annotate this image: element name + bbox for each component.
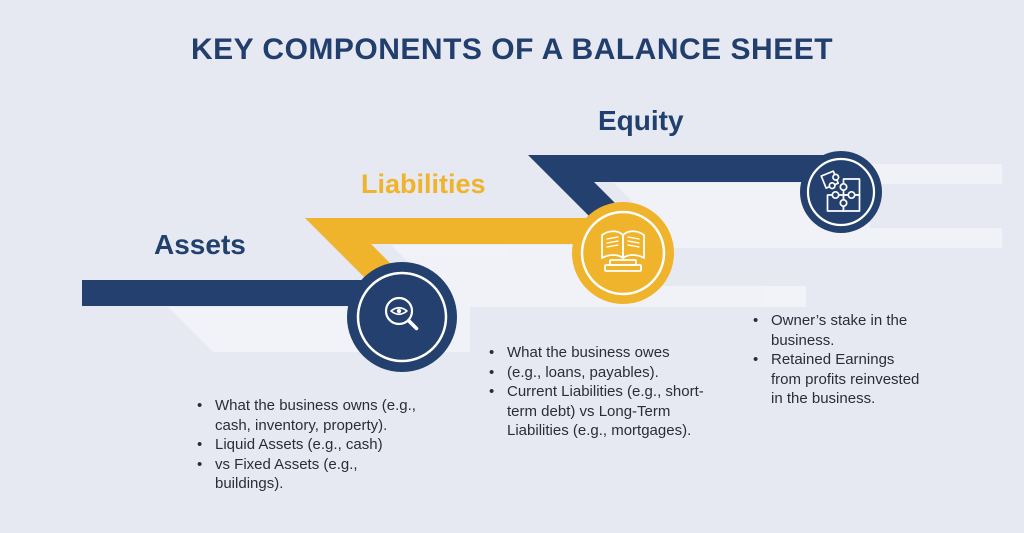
- magnifier-eye-icon: [384, 296, 419, 331]
- bullet-text: Current Liabilities (e.g., short-term de…: [507, 383, 704, 439]
- bullet-text: What the business owes: [507, 344, 670, 361]
- equity-circle-badge: [800, 151, 882, 233]
- list-item: What the business owns (e.g., cash, inve…: [192, 396, 428, 435]
- liabilities-circle-badge: [572, 202, 674, 304]
- open-book-icon: [601, 230, 645, 272]
- list-item: Current Liabilities (e.g., short-term de…: [484, 382, 710, 441]
- bullet-text: (e.g., loans, payables).: [507, 363, 659, 381]
- liabilities-bullet-list: What the business owes (e.g., loans, pay…: [484, 343, 710, 441]
- bullet-text: Liquid Assets (e.g., cash): [215, 436, 383, 453]
- liabilities-ghost-right: [623, 228, 1002, 248]
- page-title: KEY COMPONENTS OF A BALANCE SHEET: [190, 33, 834, 66]
- list-item: Liquid Assets (e.g., cash): [192, 435, 428, 455]
- bullet-text: What the business owns (e.g., cash, inve…: [215, 397, 416, 434]
- list-item: Retained Earnings from profits reinveste…: [748, 350, 926, 409]
- assets-circle-badge: [347, 262, 457, 372]
- list-item: (e.g., loans, payables).: [484, 363, 710, 383]
- bullet-text: Owner’s stake in the business.: [771, 312, 908, 349]
- assets-label: Assets: [154, 229, 246, 260]
- puzzle-icon: [820, 170, 861, 212]
- equity-label: Equity: [598, 105, 684, 136]
- bullet-text: vs Fixed Assets (e.g., buildings).: [215, 455, 358, 493]
- bullet-text: Retained Earnings from profits reinveste…: [771, 351, 920, 407]
- assets-ribbon: [82, 280, 420, 306]
- assets-bullet-list: What the business owns (e.g., cash, inve…: [192, 396, 428, 494]
- list-item: What the business owes: [484, 343, 710, 363]
- list-item: vs Fixed Assets (e.g., buildings).: [192, 455, 428, 494]
- equity-ghost-right: [841, 164, 1002, 184]
- list-item: Owner’s stake in the business.: [748, 311, 926, 350]
- liabilities-label: Liabilities: [361, 169, 486, 199]
- equity-bullet-list: Owner’s stake in the business. Retained …: [748, 311, 926, 409]
